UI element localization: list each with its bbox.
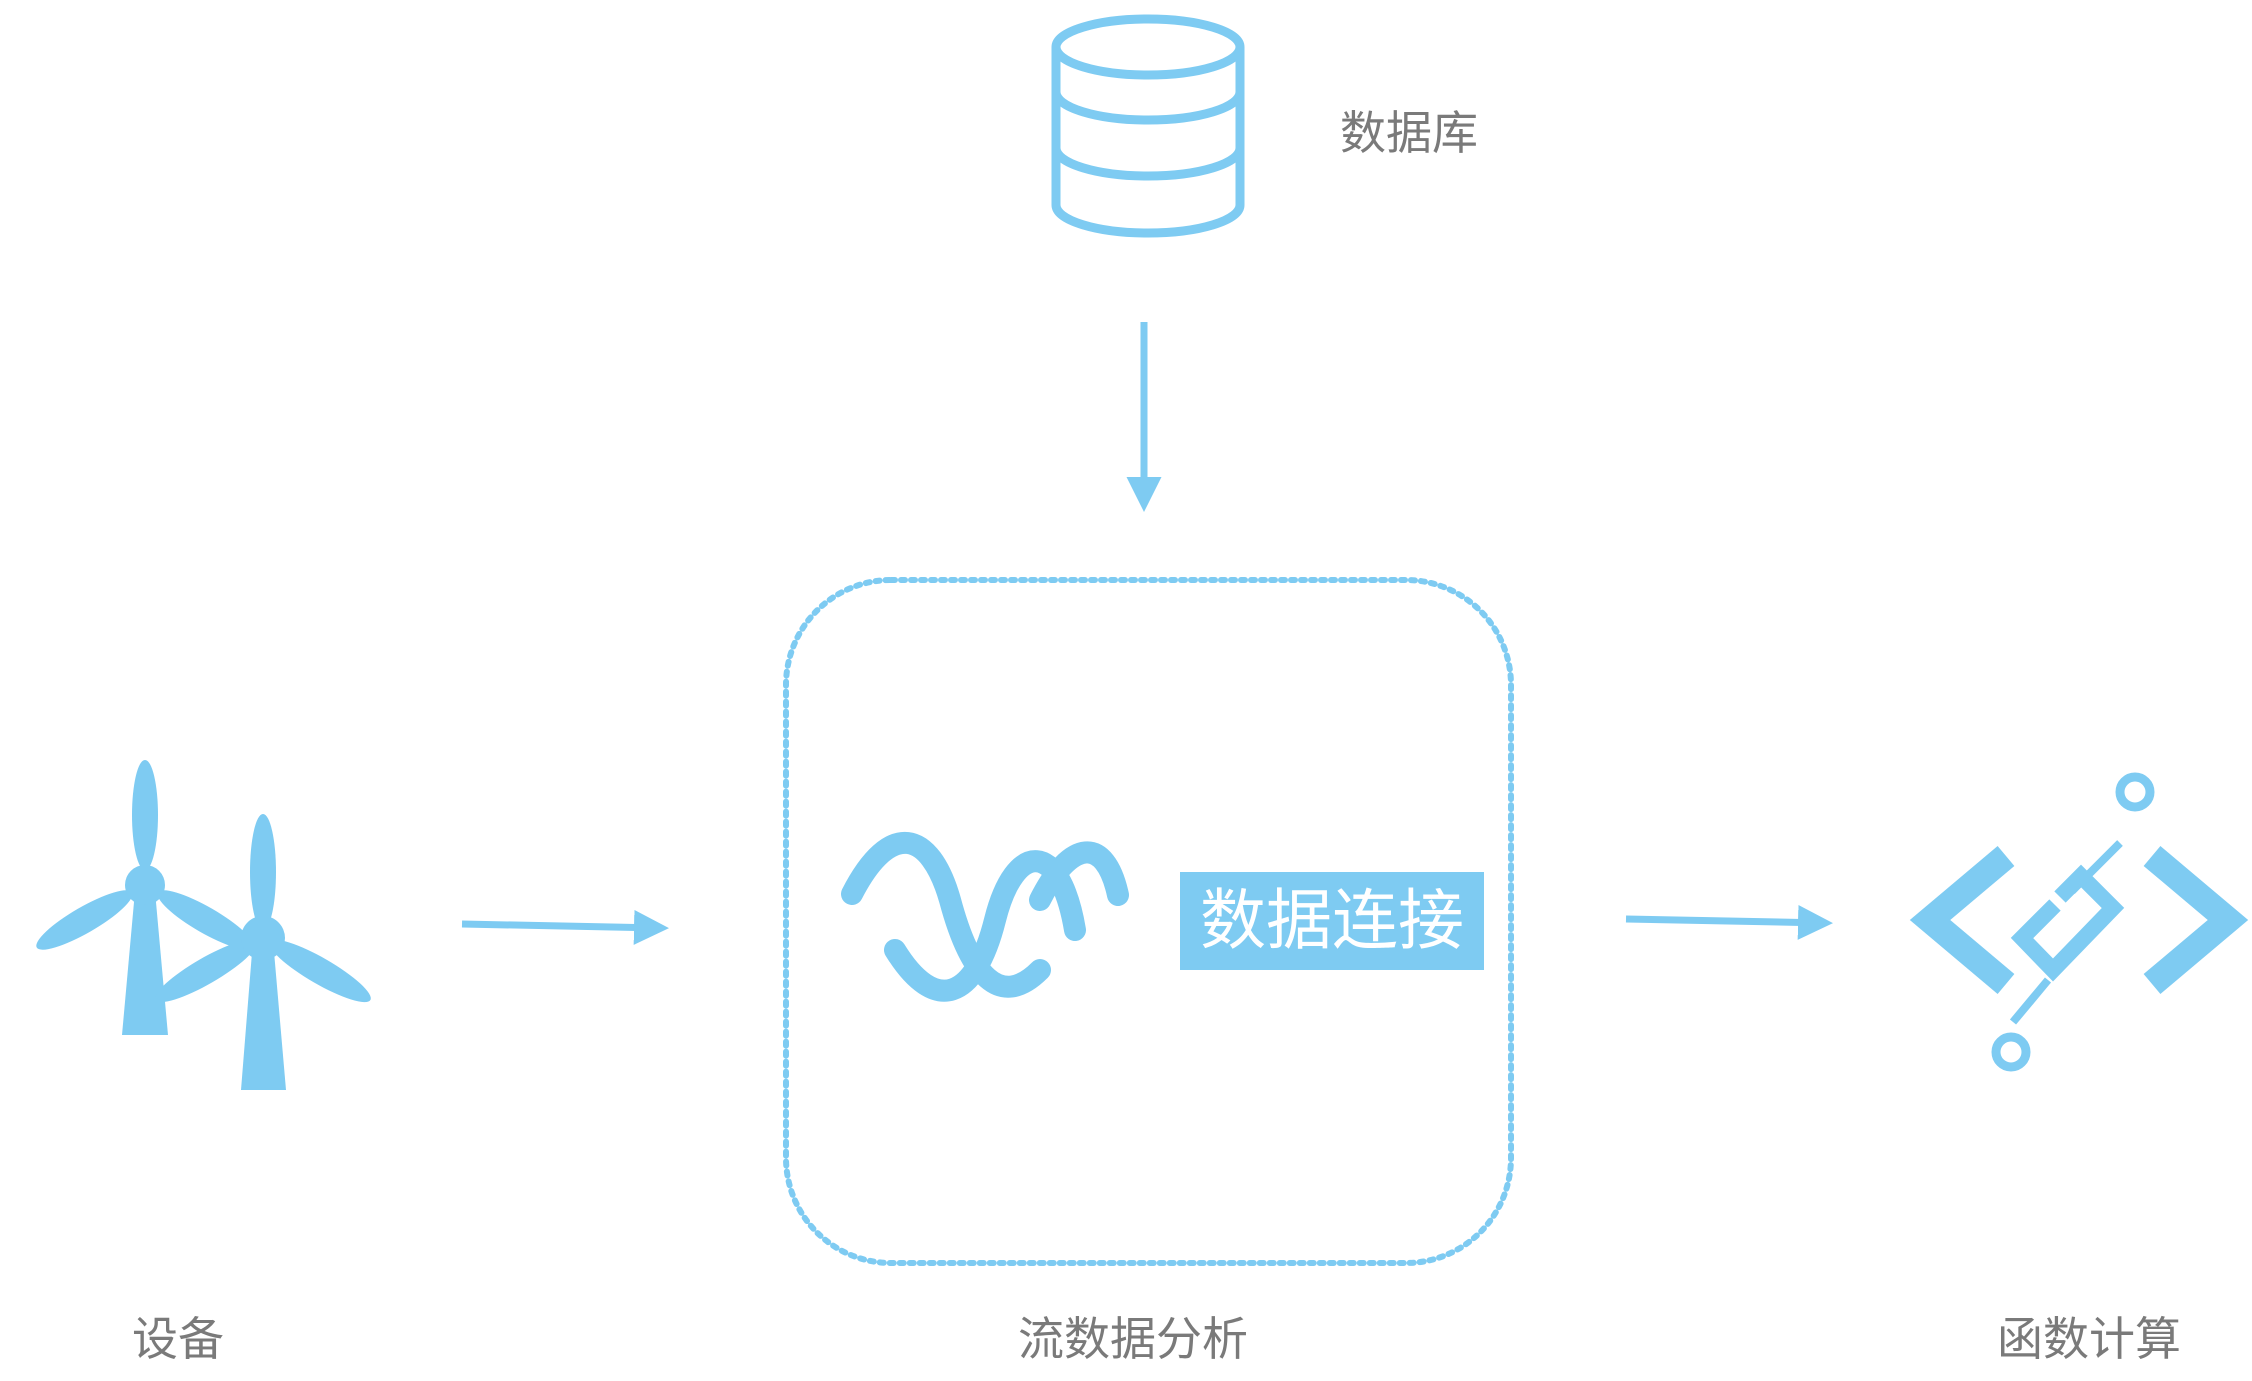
function-compute-icon (1909, 772, 2249, 1072)
device-label: 设备 (132, 1312, 224, 1366)
stream-wave-icon (841, 831, 1129, 1002)
data-connection-badge: 数据连接 (1180, 872, 1484, 970)
arrow-stream-to-function (1625, 904, 1833, 940)
stream-analysis-label: 流数据分析 (1018, 1312, 1248, 1366)
function-compute-label: 函数计算 (1997, 1312, 2181, 1366)
arrow-device-to-stream (461, 909, 669, 945)
database-icon (1051, 14, 1245, 238)
database-label: 数据库 (1340, 106, 1478, 160)
stream-container (783, 577, 1514, 1266)
wind-turbine-icon (36, 760, 371, 1090)
